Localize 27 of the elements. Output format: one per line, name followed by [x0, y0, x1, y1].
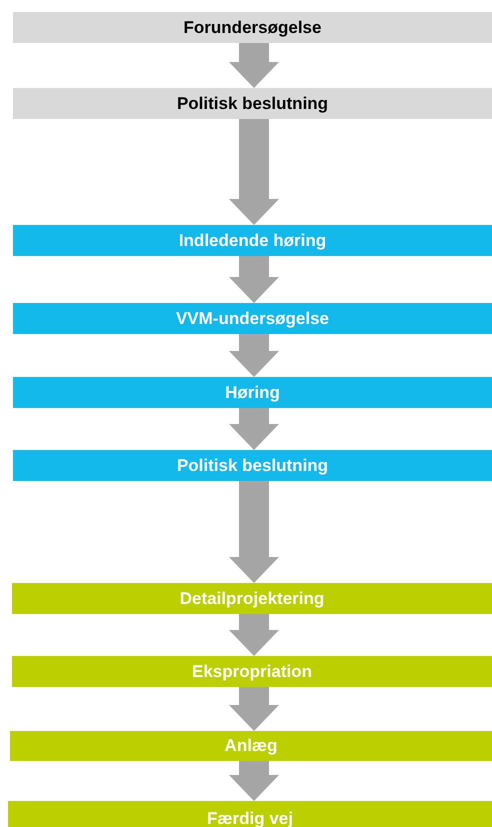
process-box — [8, 801, 492, 827]
step-label: Detailprojektering — [180, 588, 324, 608]
arrow — [229, 481, 279, 583]
arrow — [229, 119, 279, 225]
process-box — [13, 303, 492, 334]
arrow — [229, 256, 279, 303]
step-label: Høring — [225, 382, 280, 402]
arrow — [229, 614, 279, 656]
arrow — [229, 761, 279, 801]
process-box — [13, 225, 492, 256]
step-label: VVM-undersøgelse — [176, 308, 330, 328]
arrow — [229, 334, 279, 377]
step-label: Politisk beslutning — [176, 456, 328, 476]
arrow — [229, 43, 279, 88]
arrow — [229, 408, 279, 450]
process-box — [13, 377, 492, 408]
step-label: Ekspropriation — [192, 662, 312, 682]
process-box — [13, 88, 492, 119]
process-box — [13, 12, 492, 43]
step-label: Forundersøgelse — [184, 18, 322, 38]
step-label: Politisk beslutning — [176, 94, 328, 114]
process-box — [12, 583, 492, 614]
step-label: Anlæg — [224, 736, 278, 756]
step-label: Indledende høring — [178, 230, 326, 250]
process-box — [12, 656, 492, 687]
process-box — [13, 450, 492, 481]
process-box — [10, 731, 492, 761]
